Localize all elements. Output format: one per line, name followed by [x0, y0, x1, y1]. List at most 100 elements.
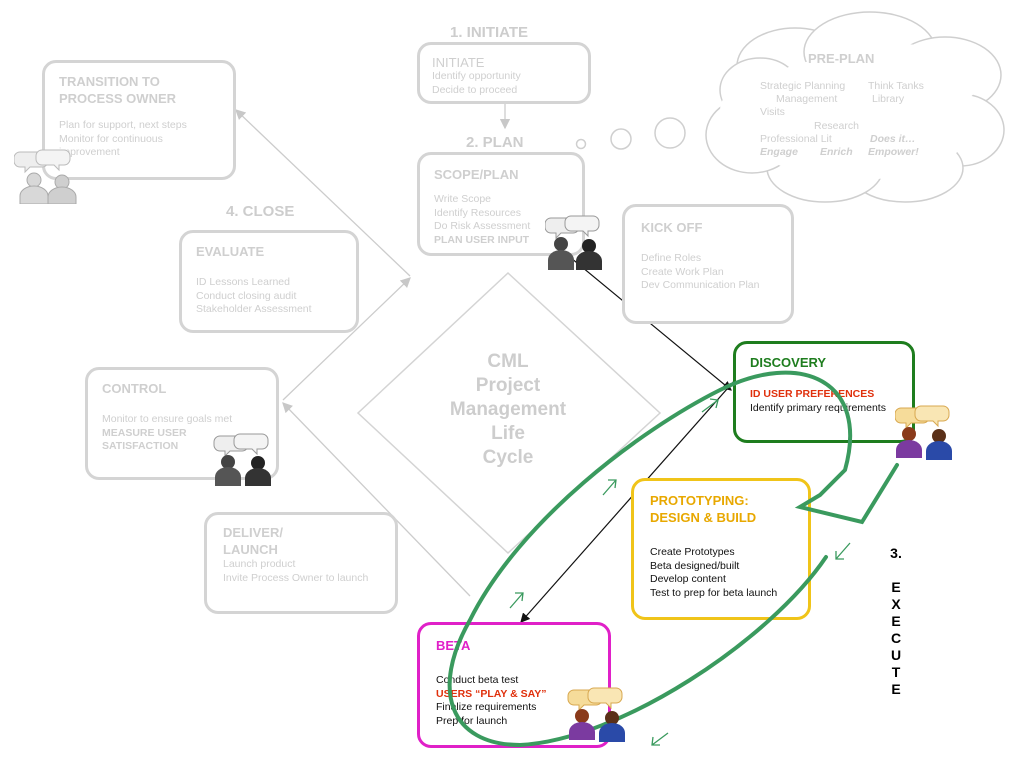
prototyping-title: PROTOTYPING: DESIGN & BUILD	[650, 492, 792, 526]
kick-off-title: KICK OFF	[641, 220, 703, 235]
deliver-title-line: LAUNCH	[223, 542, 278, 557]
execute-letter: T	[891, 664, 901, 680]
user-pair-icon	[212, 432, 278, 491]
user-pair-icon	[544, 214, 611, 275]
kick-off-line: Create Work Plan	[641, 265, 724, 278]
discovery-title: DISCOVERY	[750, 355, 827, 370]
user-pair-icon	[566, 686, 632, 747]
beta-line: Prep for launch	[436, 714, 508, 727]
initiate-line: Decide to proceed	[432, 83, 518, 96]
prototyping-box: PROTOTYPING: DESIGN & BUILD Create Proto…	[631, 478, 811, 620]
evaluate-line: ID Lessons Learned	[196, 276, 290, 288]
scope-plan-line: Write Scope	[434, 193, 491, 205]
cycle-arrow-2	[602, 479, 617, 496]
execute-cycle-loop	[447, 370, 899, 748]
evaluate-line: Stakeholder Assessment	[196, 303, 312, 315]
evaluate-box: EVALUATE ID Lessons Learned Conduct clos…	[179, 230, 359, 333]
transition-line: improvement	[59, 146, 120, 158]
cloud-emphasis: Empower!	[868, 145, 919, 158]
discovery-line: Identify primary requirements	[750, 401, 886, 414]
evaluate-line: Conduct closing audit	[196, 289, 297, 302]
control-box: CONTROL Monitor to ensure goals met MEAS…	[85, 367, 279, 480]
deliver-title: DELIVER/ LAUNCH	[223, 524, 379, 558]
deliver-line: Invite Process Owner to launch	[223, 571, 369, 584]
transition-line: Plan for support, next steps	[59, 119, 187, 131]
cloud-item: Research	[814, 119, 859, 132]
cloud-title: PRE-PLAN	[808, 51, 875, 66]
thought-bubble-small	[575, 138, 587, 150]
discovery-box: DISCOVERY ID USER PREFERENCES Identify p…	[733, 341, 915, 443]
cycle-diamond	[356, 271, 662, 555]
kick-off-line: Define Roles	[641, 252, 702, 264]
kick-off-line: Dev Communication Plan	[641, 279, 760, 291]
transition-title: TRANSITION TO PROCESS OWNER	[59, 73, 219, 107]
thought-bubble-medium	[610, 128, 632, 150]
scope-plan-title: SCOPE/PLAN	[434, 167, 519, 182]
prototyping-line: Test to prep for beta launch	[650, 586, 778, 599]
center-line: Life	[491, 423, 525, 444]
cloud-item: Visits	[760, 105, 785, 118]
center-line: Cycle	[482, 447, 534, 468]
thought-bubble-large	[654, 117, 686, 149]
cloud-item: Strategic Planning	[760, 79, 846, 92]
initiate-box: INITIATE Identify opportunity Decide to …	[417, 42, 591, 104]
phase-plan-label: 2. PLAN	[466, 134, 524, 151]
cloud-emphasis: Enrich	[820, 145, 853, 158]
center-line: Project	[475, 375, 541, 396]
cycle-arrow-4	[835, 542, 851, 560]
beta-line: Finalize requirements	[436, 701, 537, 713]
cloud-item: Professional Lit	[760, 132, 832, 145]
cloud-item: Management	[776, 92, 838, 105]
deliver-line: Launch product	[223, 558, 296, 570]
phase-initiate-label: 1. INITIATE	[450, 24, 529, 41]
cloud-item: Library	[872, 92, 905, 105]
arrow-to-control	[282, 402, 471, 597]
center-line: CML	[487, 351, 529, 372]
user-pair-icon	[894, 404, 961, 465]
initiate-line: Identify opportunity	[432, 70, 521, 82]
execute-letter: E	[891, 613, 901, 629]
center-line: Management	[449, 399, 567, 420]
execute-number: 3.	[890, 545, 902, 561]
prototyping-line: Beta designed/built	[650, 559, 740, 572]
beta-line: Conduct beta test	[436, 674, 519, 686]
execute-letter: U	[890, 647, 902, 663]
scope-plan-line: Identify Resources	[434, 206, 521, 219]
execute-letter: C	[890, 630, 902, 646]
control-line: Monitor to ensure goals met	[102, 413, 233, 425]
prototyping-title-line: DESIGN & BUILD	[650, 510, 757, 525]
control-emphasis: MEASURE USER	[102, 426, 187, 439]
scope-plan-emphasis: PLAN USER INPUT	[434, 233, 530, 246]
evaluate-title: EVALUATE	[196, 244, 265, 259]
prototyping-line: Create Prototypes	[650, 546, 735, 558]
cloud-emphasis: Does it…	[870, 132, 916, 145]
cloud-item: Think Tanks	[868, 79, 924, 92]
control-emphasis: SATISFACTION	[102, 440, 179, 452]
execute-letter: X	[891, 596, 901, 612]
scope-plan-line: Do Risk Assessment	[434, 220, 531, 232]
arrow-to-transition	[235, 109, 411, 277]
pre-plan-cloud-text: PRE-PLAN Strategic Planning Think Tanks …	[758, 50, 958, 174]
transition-title-line: PROCESS OWNER	[59, 91, 177, 106]
cycle-arrow-5	[651, 732, 669, 746]
transition-line: Monitor for continuous	[59, 132, 163, 145]
deliver-title-line: DELIVER/	[223, 525, 283, 540]
center-title: CML Project Management Life Cycle	[428, 350, 588, 470]
execute-letter: E	[891, 579, 901, 595]
transition-title-line: TRANSITION TO	[59, 74, 160, 89]
arrow-discovery-to-beta	[520, 379, 736, 623]
prototyping-line: Develop content	[650, 573, 726, 585]
discovery-emphasis: ID USER PREFERENCES	[750, 388, 875, 400]
beta-title: BETA	[436, 638, 471, 653]
cloud-emphasis: Engage	[760, 145, 798, 158]
user-pair-icon	[13, 148, 88, 209]
cycle-arrow-3	[509, 592, 524, 609]
deliver-box: DELIVER/ LAUNCH Launch product Invite Pr…	[204, 512, 398, 614]
phase-close-label: 4. CLOSE	[226, 203, 295, 220]
execute-letter: E	[891, 681, 901, 697]
initiate-title: INITIATE	[432, 55, 485, 70]
prototyping-title-line: PROTOTYPING:	[650, 493, 749, 508]
beta-emphasis: USERS “PLAY & SAY”	[436, 687, 547, 700]
